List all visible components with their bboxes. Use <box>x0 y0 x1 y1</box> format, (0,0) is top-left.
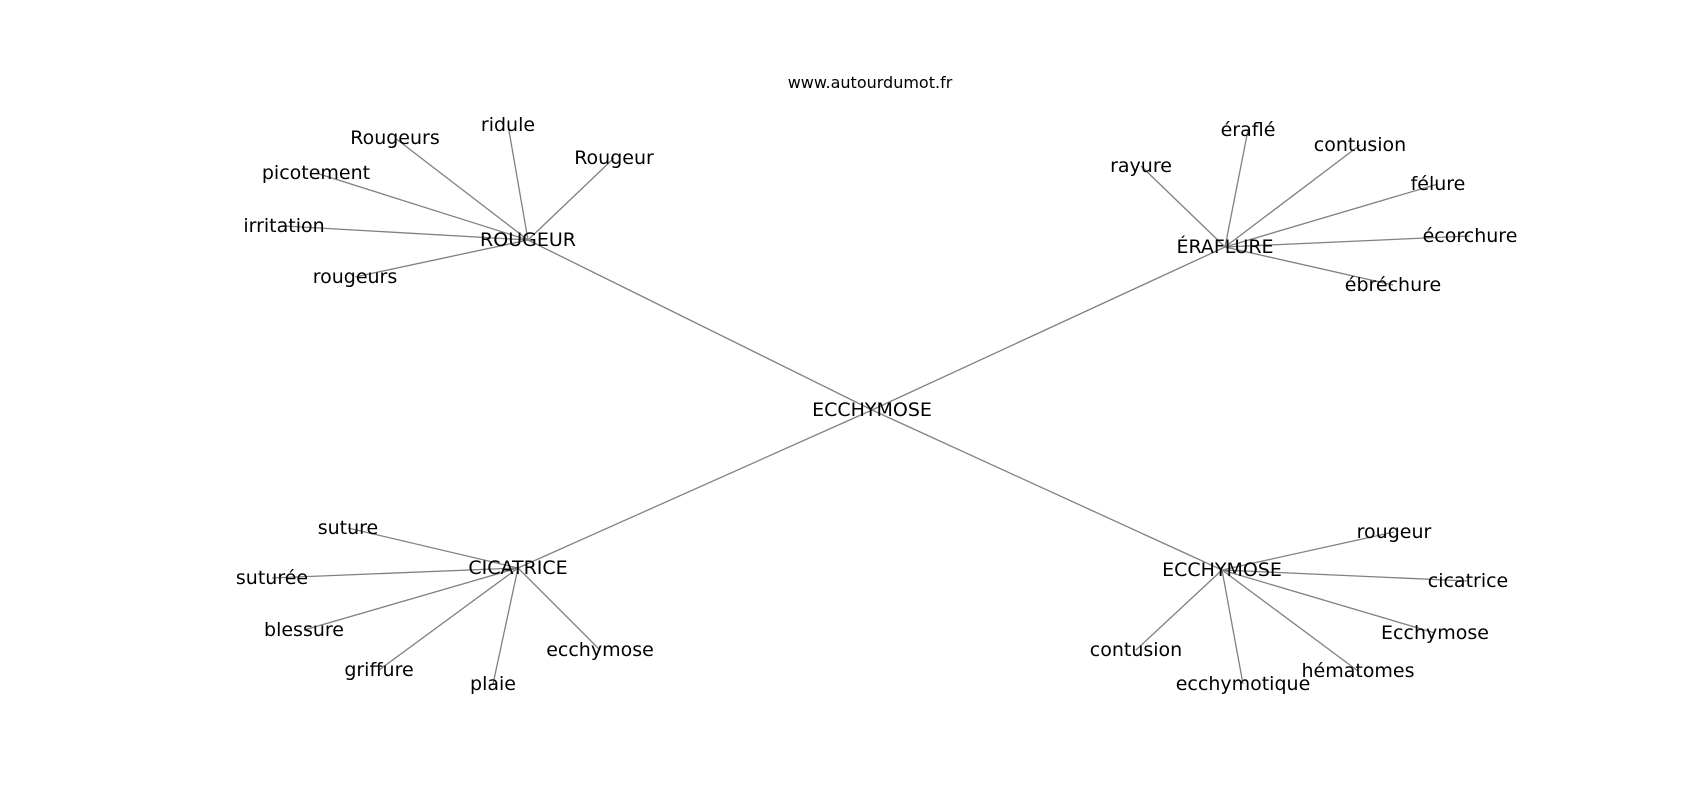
word-node[interactable]: rougeur <box>1357 521 1432 543</box>
word-node[interactable]: Rougeurs <box>350 127 440 149</box>
cluster-node[interactable]: CICATRICE <box>468 557 567 579</box>
word-node[interactable]: irritation <box>243 215 324 237</box>
graph-edge <box>1135 569 1223 651</box>
cluster-node[interactable]: ÉRAFLURE <box>1176 235 1273 258</box>
word-node[interactable]: hématomes <box>1301 660 1414 682</box>
graph-edge <box>507 124 529 241</box>
graph-edge <box>1221 531 1395 571</box>
graph-edge <box>283 225 529 241</box>
graph-edge <box>1224 246 1394 286</box>
word-node[interactable]: ecchymose <box>546 639 654 661</box>
word-node[interactable]: griffure <box>344 659 413 681</box>
word-node[interactable]: Rougeur <box>574 147 654 169</box>
word-node[interactable]: ecchymotique <box>1176 673 1311 695</box>
watermark: www.autourdumot.fr <box>788 73 953 92</box>
graph-labels: www.autourdumot.fr ECCHYMOSE ROUGEUR Rouge… <box>236 73 1518 695</box>
graph-edge <box>1140 165 1226 248</box>
word-node[interactable]: cicatrice <box>1428 570 1509 592</box>
word-node[interactable]: ébréchure <box>1345 274 1441 296</box>
graph-edge <box>1224 235 1471 248</box>
graph-edge <box>315 172 529 241</box>
word-node[interactable]: félure <box>1411 173 1466 195</box>
word-node[interactable]: rougeurs <box>313 266 398 288</box>
word-node[interactable]: blessure <box>264 619 344 641</box>
graph-edge <box>1224 183 1439 248</box>
graph-edge <box>1221 569 1436 634</box>
word-node[interactable]: suturée <box>236 567 308 589</box>
word-node[interactable]: ridule <box>481 114 535 136</box>
graph-edge <box>378 567 519 671</box>
graph-edge <box>347 527 519 569</box>
word-node[interactable]: contusion <box>1090 639 1182 661</box>
graph-edge <box>1224 129 1249 248</box>
graph-edges <box>271 124 1471 685</box>
graph-edge <box>1221 569 1359 672</box>
center-node[interactable]: ECCHYMOSE <box>812 399 932 421</box>
word-node[interactable]: Ecchymose <box>1381 622 1489 644</box>
graph-edge <box>1221 569 1469 582</box>
word-node[interactable]: suture <box>318 517 379 539</box>
graph-edge <box>871 409 1223 571</box>
graph-edge <box>394 137 529 241</box>
graph-edge <box>1224 144 1361 248</box>
graph-edge <box>354 239 529 278</box>
graph-edge <box>517 409 873 569</box>
graph-edge <box>527 157 615 241</box>
graph-edge <box>492 567 519 685</box>
word-node[interactable]: rayure <box>1110 155 1172 177</box>
word-node[interactable]: contusion <box>1314 134 1406 156</box>
graph-edge <box>527 239 873 411</box>
word-node[interactable]: picotement <box>262 162 370 184</box>
graph-edge <box>517 567 601 651</box>
graph-edge <box>303 567 519 631</box>
word-node[interactable]: éraflé <box>1221 119 1276 141</box>
word-node[interactable]: plaie <box>470 673 516 695</box>
cluster-node[interactable]: ECCHYMOSE <box>1162 559 1282 581</box>
graph-edge <box>871 246 1226 411</box>
graph-edge <box>1221 569 1244 685</box>
graph-edge <box>271 567 519 579</box>
word-node[interactable]: écorchure <box>1423 225 1518 247</box>
cluster-node[interactable]: ROUGEUR <box>480 229 576 251</box>
